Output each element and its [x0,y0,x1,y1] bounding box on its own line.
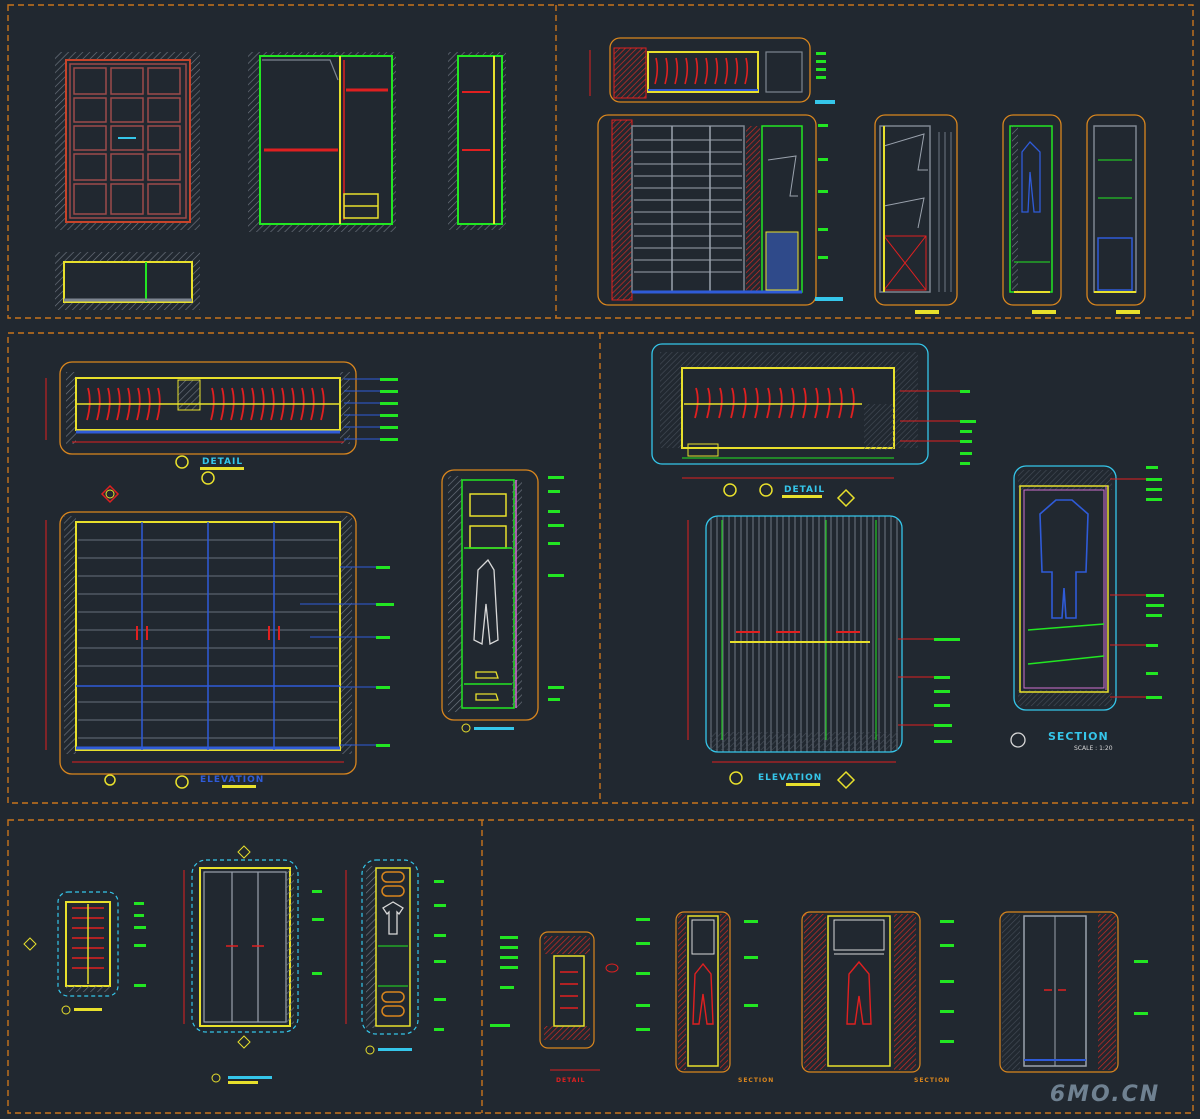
panel-borders [7,4,1194,1114]
detail-title-3: DETAIL [556,1077,585,1084]
panel-middle-left: DETAIL ELEVATION [45,361,564,789]
section-title: SECTION [1048,730,1109,743]
watermark: 6MO.CN [1050,1082,1160,1107]
section-title-b: SECTION [914,1077,950,1084]
detail-title-2: DETAIL [784,485,825,495]
panel-middle-right: DETAIL ELEVATION SECTION [651,343,1164,790]
panel-top-left-wardrobes [55,52,506,310]
detail-title-1: DETAIL [202,457,243,467]
section-scale: SCALE : 1:20 [1074,745,1113,752]
elevation-title-1: ELEVATION [200,775,264,785]
elevation-title-2: ELEVATION [758,773,822,783]
panel-bottom-right: DETAIL SECTION SECTION [490,911,1148,1084]
panel-top-right-wardrobes [589,37,1146,314]
panel-bottom-left [23,845,446,1084]
section-title-a: SECTION [738,1077,774,1084]
